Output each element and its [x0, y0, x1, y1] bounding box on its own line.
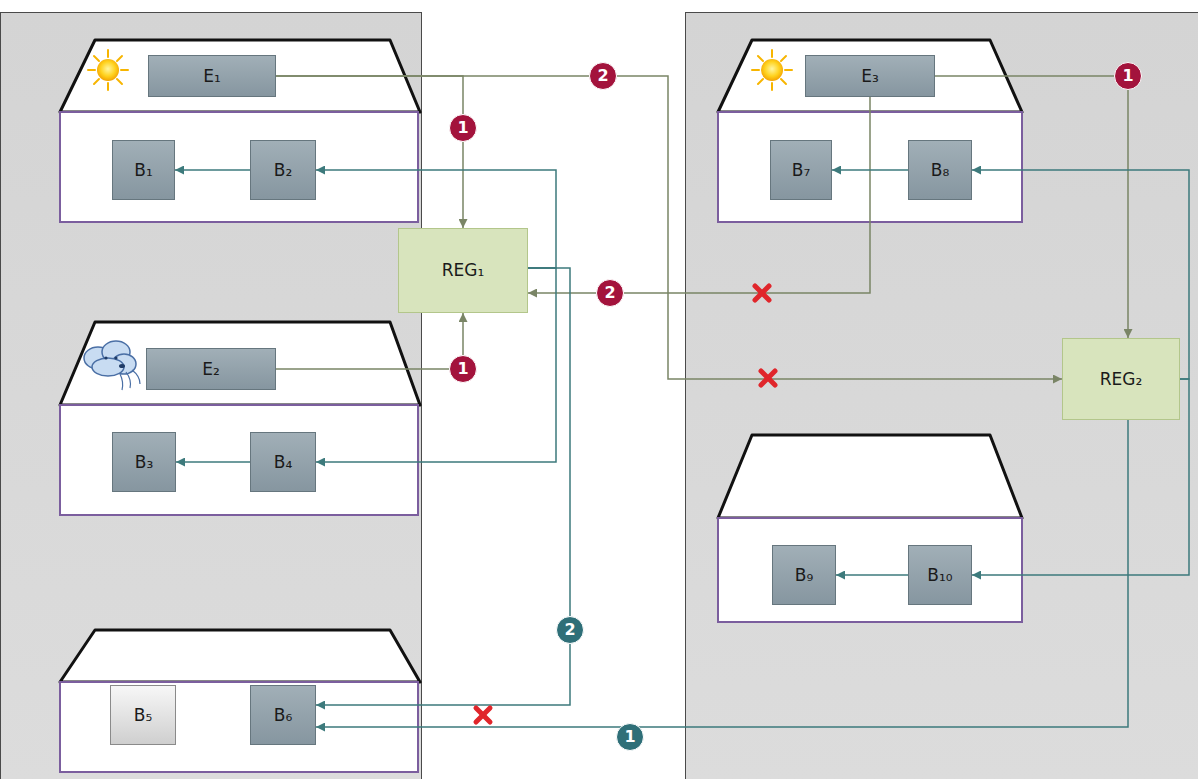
- callout-number: 1: [616, 723, 644, 751]
- controller-box: B₈: [908, 140, 972, 200]
- callout-text: 1: [1122, 68, 1133, 84]
- node-label: B₉: [795, 565, 813, 585]
- connector: [276, 76, 1062, 379]
- callout-text: 1: [457, 120, 468, 136]
- callout-number: 1: [449, 114, 477, 142]
- house-roof: [60, 322, 420, 405]
- house-roof: [60, 630, 420, 682]
- regulator-box: REG₁: [398, 228, 528, 313]
- node-label: B₁₀: [927, 565, 952, 585]
- node-label: REG₂: [1100, 369, 1143, 389]
- blocked-cross: [755, 286, 769, 300]
- node-label: REG₁: [442, 260, 485, 280]
- controller-box: B₆: [250, 685, 316, 745]
- callout-number: 2: [556, 616, 584, 644]
- node-label: B₇: [792, 160, 810, 180]
- connector: [316, 420, 1128, 727]
- house-body: [60, 405, 418, 515]
- connector: [175, 169, 250, 171]
- left-panel: [1, 13, 422, 779]
- connector: [176, 461, 250, 463]
- connector: [836, 574, 908, 576]
- consumer-box: B₉: [772, 545, 836, 605]
- connector: [832, 169, 908, 171]
- controller-box: B₁₀: [908, 545, 972, 605]
- node-label: B₄: [274, 452, 292, 472]
- callout-text: 1: [624, 729, 635, 745]
- controller-box: B₂: [250, 140, 316, 200]
- node-label: B₅: [134, 705, 152, 725]
- right-panel: [686, 13, 1198, 779]
- consumer-box: B₇: [770, 140, 832, 200]
- energy-source-box: E₁: [148, 55, 276, 97]
- sun-icon: [752, 50, 792, 90]
- callout-number: 1: [449, 355, 477, 383]
- sun-icon: [88, 50, 128, 90]
- callout-text: 2: [604, 285, 615, 301]
- consumer-box: B₁: [112, 140, 175, 200]
- callout-number: 2: [589, 62, 617, 90]
- controller-box: B₄: [250, 432, 316, 492]
- node-label: B₂: [274, 160, 292, 180]
- blocked-cross: [761, 371, 775, 385]
- node-label: B₁: [134, 160, 152, 180]
- wind-cloud-icon: [84, 341, 140, 390]
- consumer-box: B₃: [112, 432, 176, 492]
- node-label: E₁: [203, 66, 221, 86]
- node-label: B₃: [135, 452, 153, 472]
- house-body: [718, 518, 1022, 622]
- callout-text: 2: [564, 622, 575, 638]
- connector: [528, 97, 870, 293]
- callout-number: 2: [596, 279, 624, 307]
- callout-text: 1: [457, 361, 468, 377]
- connector: [935, 76, 1128, 338]
- regulator-box: REG₂: [1062, 338, 1180, 420]
- node-label: E₂: [202, 359, 220, 379]
- connector: [316, 268, 570, 705]
- callout-number: 1: [1114, 62, 1142, 90]
- node-label: B₆: [274, 705, 292, 725]
- connector: [276, 313, 463, 369]
- blocked-cross: [476, 708, 490, 722]
- energy-source-box: E₃: [805, 55, 935, 97]
- inactive-box: B₅: [110, 685, 176, 745]
- energy-source-box: E₂: [146, 348, 276, 390]
- house-body: [60, 112, 418, 222]
- callout-text: 2: [597, 68, 608, 84]
- house-roof: [718, 435, 1022, 518]
- node-label: B₈: [931, 160, 949, 180]
- node-label: E₃: [861, 66, 879, 86]
